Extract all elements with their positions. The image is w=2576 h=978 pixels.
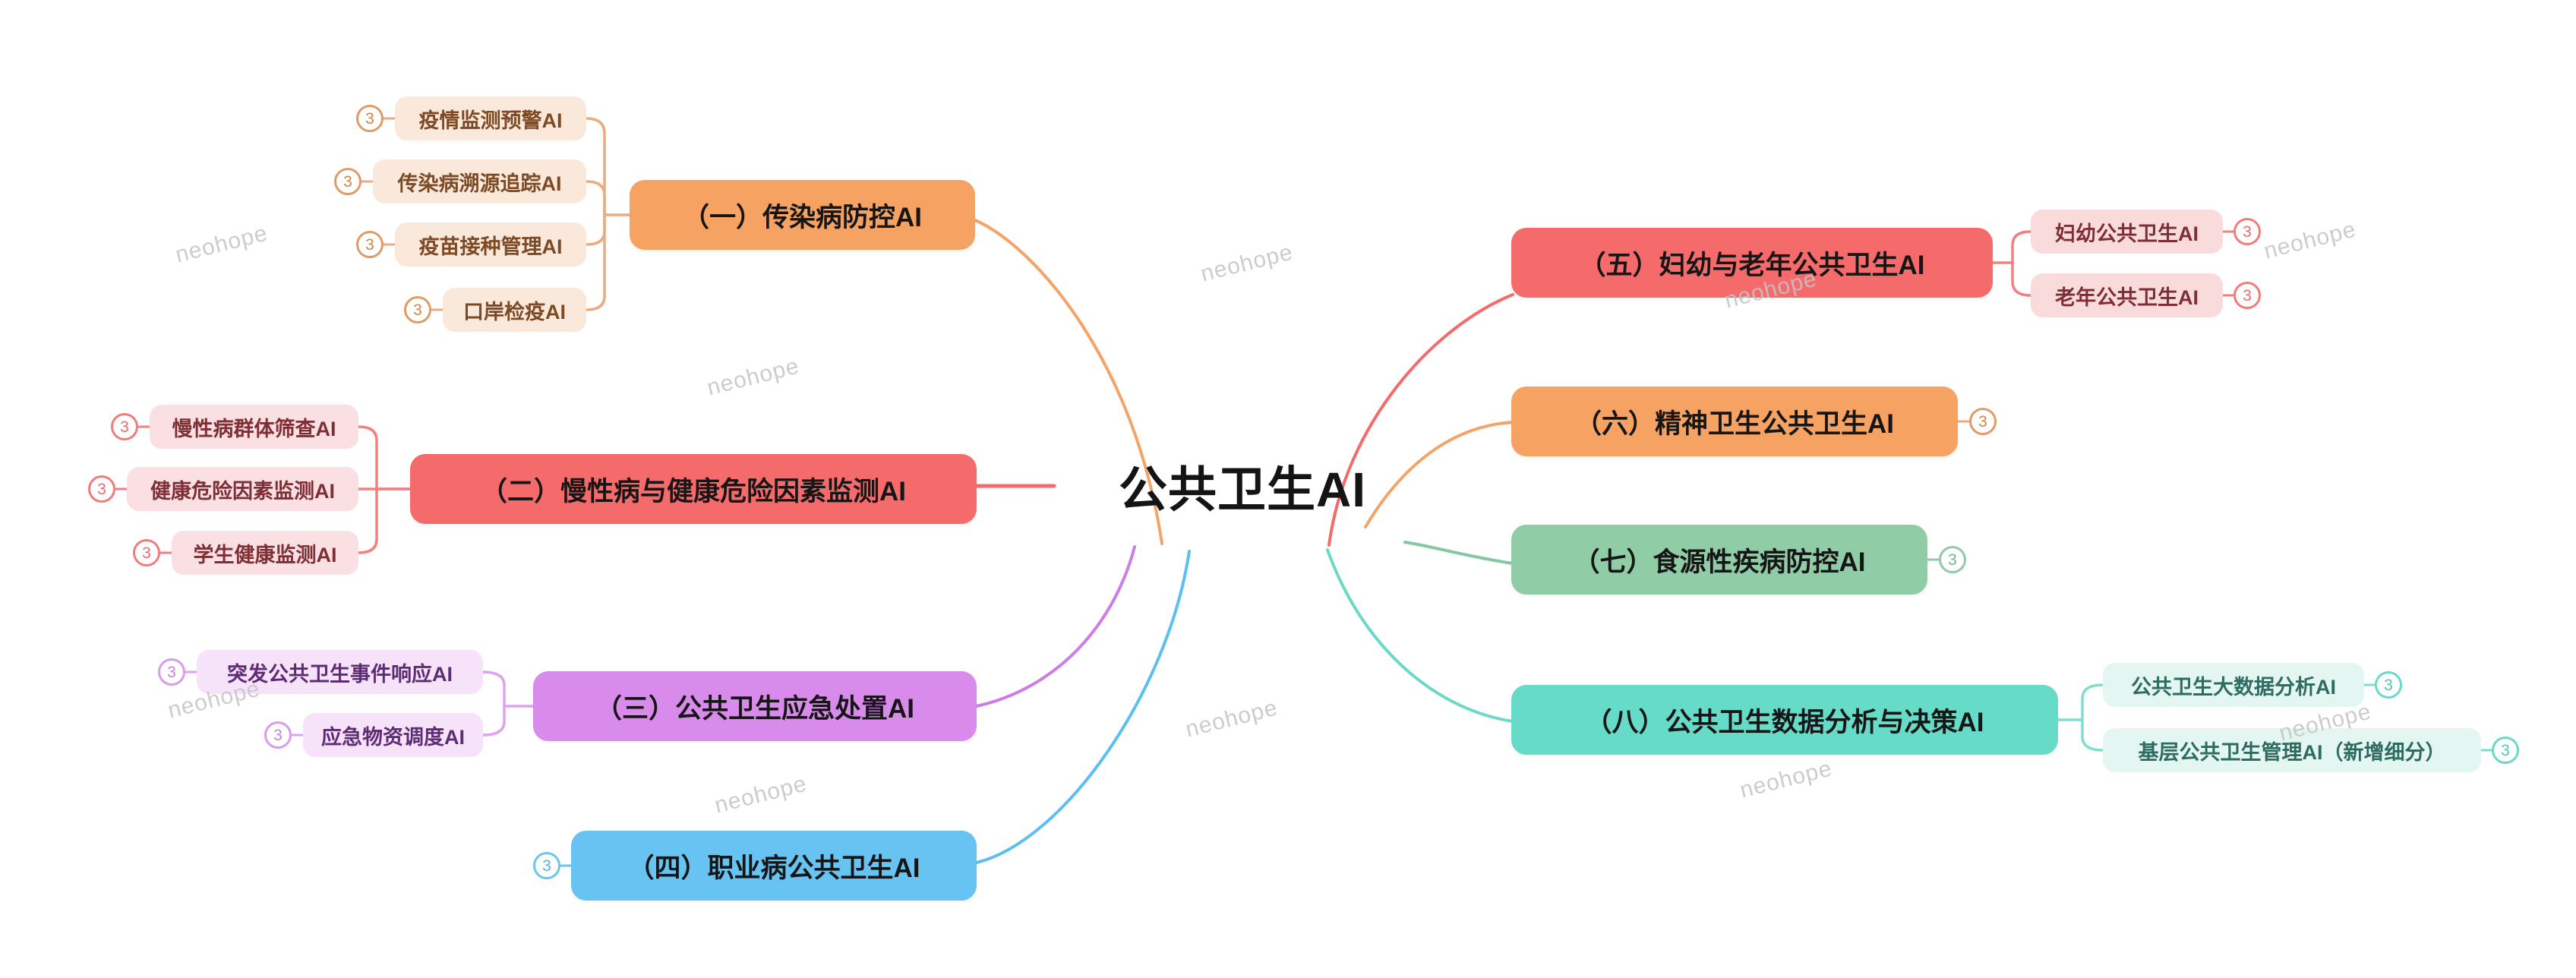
count-badge[interactable]: 3 [2375, 671, 2402, 699]
branch-node-6[interactable]: （六）精神卫生公共卫生AI [1511, 386, 1958, 456]
branch-node-8[interactable]: （八）公共卫生数据分析与决策AI [1511, 685, 2058, 755]
child-node-3-1[interactable]: 突发公共卫生事件响应AI [197, 650, 483, 694]
watermark: neohope [712, 771, 810, 819]
count-badge[interactable]: 3 [158, 658, 185, 686]
count-badge[interactable]: 3 [1969, 408, 1997, 435]
child-node-8-2[interactable]: 基层公共卫生管理AI（新增细分） [2103, 728, 2481, 772]
watermark: neohope [172, 220, 270, 268]
connector-child-3-2 [481, 705, 506, 737]
child-node-8-1[interactable]: 公共卫生大数据分析AI [2103, 663, 2364, 707]
branch-node-3[interactable]: （三）公共卫生应急处置AI [533, 671, 977, 741]
watermark: neohope [704, 353, 802, 401]
child-node-2-2[interactable]: 健康危险因素监测AI [127, 467, 358, 511]
child-node-5-2[interactable]: 老年公共卫生AI [2031, 273, 2223, 317]
curve-branch-4 [975, 550, 1191, 864]
branch-node-7[interactable]: （七）食源性疾病防控AI [1511, 525, 1927, 595]
connector-child-1-2 [585, 180, 606, 216]
count-badge[interactable]: 3 [356, 105, 384, 132]
watermark: neohope [1182, 695, 1280, 743]
child-node-2-3[interactable]: 学生健康监测AI [172, 531, 358, 575]
count-badge[interactable]: 3 [111, 413, 138, 440]
connector-child-5-2 [2011, 261, 2032, 297]
count-badge[interactable]: 3 [88, 475, 115, 503]
branch-node-5[interactable]: （五）妇幼与老年公共卫生AI [1511, 228, 1993, 298]
count-badge[interactable]: 3 [2492, 737, 2519, 764]
connector-child-1-4 [585, 213, 606, 311]
connector-child-8-2 [2081, 718, 2104, 752]
count-badge[interactable]: 3 [2233, 282, 2261, 309]
connector-child-2-1 [357, 425, 378, 491]
connector-child-2-3 [357, 487, 378, 554]
central-topic[interactable]: 公共卫生AI [1119, 462, 1366, 517]
child-node-1-2[interactable]: 传染病溯源追踪AI [373, 159, 586, 203]
child-node-2-1[interactable]: 慢性病群体筛查AI [150, 405, 358, 449]
child-node-3-2[interactable]: 应急物资调度AI [303, 713, 483, 757]
count-badge[interactable]: 3 [334, 168, 361, 195]
count-badge[interactable]: 3 [356, 231, 384, 258]
count-badge[interactable]: 3 [533, 852, 560, 879]
count-badge[interactable]: 3 [2233, 218, 2261, 245]
count-badge[interactable]: 3 [264, 721, 292, 749]
child-node-1-4[interactable]: 口岸检疫AI [443, 288, 586, 332]
branch-node-1[interactable]: （一）传染病防控AI [630, 180, 975, 250]
child-node-1-1[interactable]: 疫情监测预警AI [395, 96, 586, 140]
curve-branch-7 [1403, 541, 1514, 565]
connector-child-5-1 [2011, 230, 2032, 264]
count-badge[interactable]: 3 [404, 296, 431, 323]
child-node-1-3[interactable]: 疫苗接种管理AI [395, 222, 586, 267]
connector-child-1-3 [585, 213, 606, 246]
branch-node-4[interactable]: （四）职业病公共卫生AI [571, 831, 977, 901]
curve-branch-3 [975, 545, 1136, 708]
branch-node-2[interactable]: （二）慢性病与健康危险因素监测AI [410, 454, 977, 524]
child-node-5-1[interactable]: 妇幼公共卫生AI [2031, 210, 2223, 254]
connector-child-3-1 [481, 670, 506, 708]
connector-child-1-1 [585, 117, 606, 216]
curve-branch-8 [1326, 548, 1514, 723]
count-badge[interactable]: 3 [1939, 546, 1966, 573]
count-badge[interactable]: 3 [133, 539, 160, 566]
watermark: neohope [2261, 216, 2359, 264]
watermark: neohope [1198, 239, 1296, 287]
watermark: neohope [1737, 756, 1835, 803]
connector-child-8-1 [2081, 683, 2104, 721]
